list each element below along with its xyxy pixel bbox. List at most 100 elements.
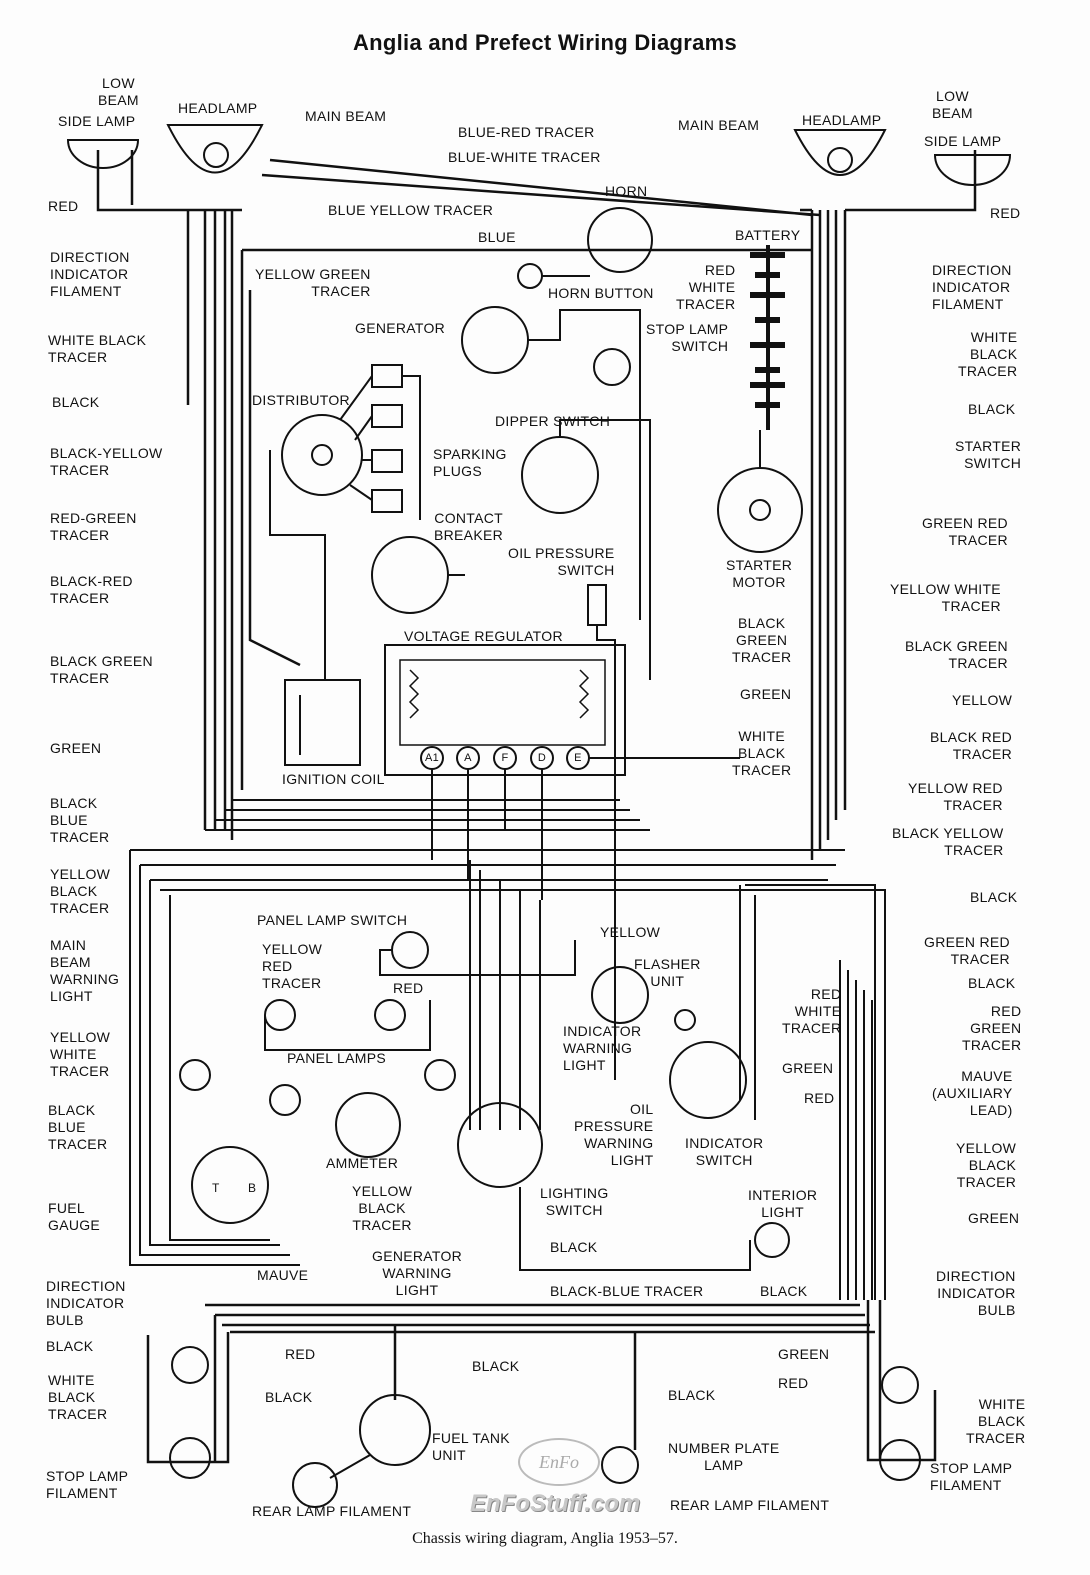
label-red-green-tracer-right: RED GREEN TRACER [962,1003,1022,1053]
label-indicator-switch: INDICATOR SWITCH [685,1135,764,1168]
lighting-switch [457,1102,751,1271]
label-side-lamp-left: SIDE LAMP [58,113,136,129]
oil-pressure-switch [587,584,616,1080]
voltage-regulator [384,644,740,900]
watermark: EnFoStuff.com [470,1490,641,1517]
label-yellow-right: YELLOW [952,692,1013,708]
label-flasher-unit: FLASHER UNIT [634,956,701,989]
label-black-yellow-tracer-right: BLACK YELLOW TRACER [892,825,1004,858]
label-yellow-black-tracer-mid: YELLOW BLACK TRACER [352,1183,413,1233]
label-red-mid: RED [393,980,424,996]
label-main-beam-right: MAIN BEAM [678,117,760,133]
battery [750,245,785,430]
dipper-switch [521,419,651,680]
rear-wire-bundle [146,1300,937,1464]
left-side-lamp [66,139,140,169]
left-headlamp [166,124,264,174]
label-red-right: RED [990,205,1021,221]
label-black-red-tracer-right: BLACK RED TRACER [930,729,1013,762]
label-distributor: DISTRIBUTOR [252,392,350,408]
label-black-number-plate: BLACK [668,1387,716,1403]
label-yellow-red-tracer-right: YELLOW RED TRACER [908,780,1003,813]
middle-wiring [129,799,886,1300]
label-generator: GENERATOR [355,320,446,336]
label-black-green-tracer-mid: BLACK GREEN TRACER [732,615,792,665]
indicator-warning-light [674,1009,696,1031]
label-black-fuel-tank: BLACK [472,1358,520,1374]
left-wire-bundle [96,150,812,840]
label-black-blue-tracer-bottom: BLACK-BLUE TRACER [550,1283,704,1299]
terminal-e: E [574,752,582,764]
label-stop-lamp-filament-left: STOP LAMP FILAMENT [46,1468,129,1501]
label-green-rear-right: GREEN [778,1346,830,1362]
label-black-blue-tracer-lower: BLACK BLUE TRACER [48,1102,108,1152]
label-white-black-tracer-left: WHITE BLACK TRACER [48,332,147,365]
label-yellow-white-tracer-right: YELLOW WHITE TRACER [890,581,1001,614]
label-main-beam-left: MAIN BEAM [305,108,387,124]
label-yellow-black-tracer-right: YELLOW BLACK TRACER [956,1140,1017,1190]
label-blue: BLUE [478,229,516,245]
terminal-a: A [464,752,472,764]
label-dipper-switch: DIPPER SWITCH [495,413,611,429]
label-green-red-tracer-top: GREEN RED TRACER [922,515,1008,548]
horn [517,207,653,289]
label-direction-indicator-bulb-left: DIRECTION INDICATOR BULB [46,1278,126,1328]
label-oil-pressure-warning-light: OIL PRESSURE WARNING LIGHT [574,1101,654,1168]
label-red-white-tracer-lower: RED WHITE TRACER [782,986,842,1036]
label-green-right: GREEN [968,1210,1020,1226]
label-red-white-tracer-top: RED WHITE TRACER [676,262,736,312]
label-blue-yellow-tracer: BLUE YELLOW TRACER [328,202,494,218]
label-blue-white-tracer: BLUE-WHITE TRACER [448,149,601,165]
enfo-logo: EnFo [518,1438,600,1486]
right-rear-lamps [879,1366,921,1481]
label-fuel-tank-unit: FUEL TANK UNIT [432,1430,510,1463]
label-ignition-coil: IGNITION COIL [282,771,385,787]
label-red-green-tracer: RED-GREEN TRACER [50,510,137,543]
label-black-rear-left-2: BLACK [265,1389,313,1405]
starter-motor [717,430,803,553]
label-number-plate-lamp: NUMBER PLATE LAMP [668,1440,780,1473]
label-yellow-red-tracer-mid: YELLOW RED TRACER [262,941,323,991]
gauge-terminal-b: B [248,1181,257,1195]
label-horn-button: HORN BUTTON [548,285,654,301]
label-generator-warning-light: GENERATOR WARNING LIGHT [372,1248,463,1298]
label-oil-pressure-switch: OIL PRESSURE SWITCH [508,545,615,578]
label-black-green-tracer-right: BLACK GREEN TRACER [905,638,1008,671]
label-rear-lamp-filament-left: REAR LAMP FILAMENT [252,1503,412,1519]
label-horn: HORN [605,183,648,199]
label-yellow-black-tracer-left: YELLOW BLACK TRACER [50,866,111,916]
label-red-rear-left: RED [285,1346,316,1362]
label-rear-lamp-filament-right: REAR LAMP FILAMENT [670,1497,830,1513]
label-black-bottom-right: BLACK [760,1283,808,1299]
label-black-yellow-tracer: BLACK-YELLOW TRACER [50,445,163,478]
oil-pressure-warning-light [424,1059,456,1091]
distributor [269,364,421,660]
label-headlamp-right: HEADLAMP [802,112,882,128]
label-sparking-plugs: SPARKING PLUGS [433,446,507,479]
generator [461,306,641,620]
label-black-red-tracer-left: BLACK-RED TRACER [50,573,133,606]
label-panel-lamp-switch: PANEL LAMP SWITCH [257,912,408,928]
label-battery: BATTERY [735,227,801,243]
label-white-black-tracer-mid: WHITE BLACK TRACER [732,728,792,778]
label-black-left: BLACK [52,394,100,410]
label-black-blue-tracer-left: BLACK BLUE TRACER [50,795,110,845]
right-wire-bundle [261,150,977,860]
label-fuel-gauge: FUEL GAUGE [48,1200,101,1233]
terminal-a1: A1 [424,752,440,764]
label-starter-motor: STARTER MOTOR [726,557,793,590]
label-side-lamp-right: SIDE LAMP [924,133,1002,149]
label-yellow-white-tracer-left: YELLOW WHITE TRACER [50,1029,111,1079]
label-black-right-lower-2: BLACK [968,975,1016,991]
ammeter [335,1092,401,1158]
gauge-terminal-t: T [212,1181,220,1195]
label-mauve-auxiliary-lead: MAUVE (AUXILIARY LEAD) [932,1068,1013,1118]
label-low-beam-left: LOW BEAM [98,75,139,108]
label-black-rear-left: BLACK [46,1338,94,1354]
page-title: Anglia and Prefect Wiring Diagrams [352,30,738,55]
label-green-indicator: GREEN [782,1060,834,1076]
label-mauve: MAUVE [257,1267,309,1283]
label-voltage-regulator: VOLTAGE REGULATOR [404,628,563,644]
label-direction-indicator-bulb-right: DIRECTION INDICATOR BULB [936,1268,1016,1318]
right-headlamp [793,129,887,176]
